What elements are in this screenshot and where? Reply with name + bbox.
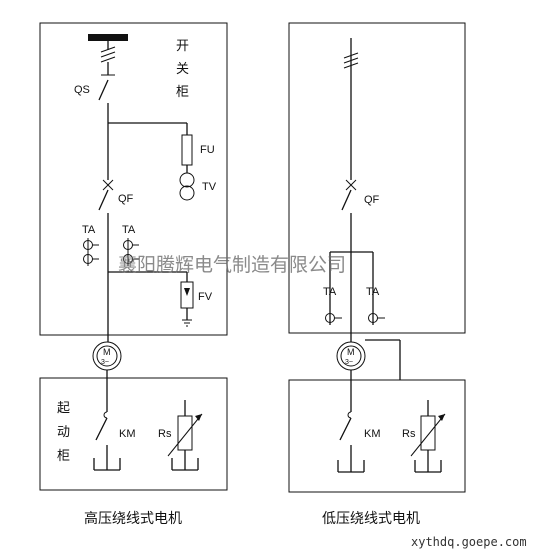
busbar bbox=[88, 34, 128, 41]
qf-circuit-breaker-right bbox=[341, 179, 357, 342]
starter-label-2: 动 bbox=[57, 425, 70, 440]
switchgear-cabinet-box-right bbox=[288, 22, 466, 334]
transformer-tv-top-coil bbox=[179, 172, 195, 188]
fu-label: FU bbox=[200, 144, 215, 156]
right-diagram: QF TA TA M 3~ bbox=[288, 22, 466, 527]
ta1-label: TA bbox=[82, 224, 96, 236]
switchgear-label-3: 柜 bbox=[176, 85, 189, 100]
qs-label: QS bbox=[74, 84, 90, 96]
ta2-label: TA bbox=[122, 224, 136, 236]
rs-resistor-right bbox=[410, 400, 446, 473]
svg-text:3~: 3~ bbox=[345, 359, 353, 366]
motor-left: M 3~ bbox=[92, 341, 122, 371]
starter-cabinet-box bbox=[39, 377, 228, 491]
company-watermark: 襄阳腾辉电气制造有限公司 bbox=[118, 254, 346, 276]
motor-right: M 3~ bbox=[336, 341, 366, 371]
ta2-current-transformer bbox=[123, 238, 139, 266]
right-caption: 低压绕线式电机 bbox=[322, 511, 420, 527]
rs-resistor-left bbox=[167, 400, 203, 471]
fv-label: FV bbox=[198, 291, 213, 303]
svg-text:3~: 3~ bbox=[101, 359, 109, 366]
cabinet-box-lower-right bbox=[288, 379, 466, 493]
km-contactor-left bbox=[93, 411, 121, 471]
starter-label-1: 起 bbox=[57, 401, 70, 416]
qf-label: QF bbox=[118, 193, 134, 205]
ta2-current-transformer-right bbox=[368, 313, 385, 323]
svg-text:M: M bbox=[103, 347, 111, 357]
ta1-current-transformer bbox=[83, 238, 99, 266]
qs-disconnect-switch bbox=[98, 46, 116, 101]
tv-label: TV bbox=[202, 181, 217, 193]
starter-label-3: 柜 bbox=[57, 449, 70, 464]
ta1-current-transformer-right bbox=[325, 313, 342, 323]
switchgear-label-2: 关 bbox=[176, 62, 189, 77]
rs-label-right: Rs bbox=[402, 428, 416, 440]
svg-text:M: M bbox=[347, 347, 355, 357]
rs-label-left: Rs bbox=[158, 428, 172, 440]
qf-circuit-breaker bbox=[98, 179, 114, 342]
transformer-tv-bottom-coil bbox=[179, 185, 195, 201]
km-label-right: KM bbox=[364, 428, 381, 440]
km-contactor-right bbox=[337, 411, 365, 473]
footer-url: xythdq.goepe.com bbox=[411, 535, 527, 549]
switchgear-cabinet-box bbox=[39, 22, 228, 336]
fuse-fu bbox=[181, 134, 193, 166]
left-caption: 高压绕线式电机 bbox=[84, 510, 182, 527]
left-diagram: QS 开 关 柜 FU TV QF TA TA bbox=[39, 22, 228, 527]
km-label-left: KM bbox=[119, 428, 136, 440]
switchgear-label-1: 开 bbox=[176, 39, 189, 54]
qf-label-right: QF bbox=[364, 194, 380, 206]
